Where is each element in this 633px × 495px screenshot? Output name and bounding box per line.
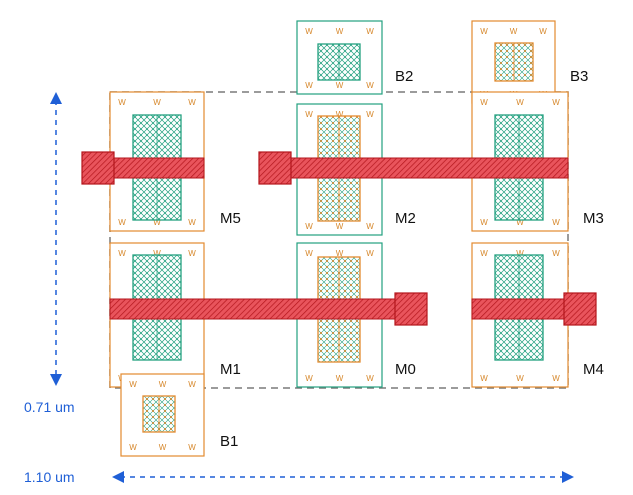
cell-m2-w-mark: W (305, 110, 313, 119)
cell-m2-w-mark: W (336, 110, 344, 119)
cell-m3-w-mark: W (552, 218, 560, 227)
cell-label-m4: M4 (583, 361, 604, 378)
cell-b1-w-mark: W (159, 443, 167, 452)
cell-label-b1: B1 (220, 433, 239, 450)
cell-m4-w-mark: W (480, 249, 488, 258)
cell-b1: W W W W W W (120, 373, 205, 457)
cell-b1-w-mark: W (129, 380, 137, 389)
height-dimension-arrow (50, 92, 62, 386)
cell-m0-w-mark: W (336, 374, 344, 383)
cell-m5-w-mark: W (153, 98, 161, 107)
cell-label-m0: M0 (395, 361, 416, 378)
cell-b2-w-mark: W (305, 81, 313, 90)
cell-m2-w-mark: W (305, 222, 313, 231)
cell-m5-w-mark: W (118, 98, 126, 107)
cell-m5-w-mark: W (188, 218, 196, 227)
gate-upper-right (258, 157, 569, 179)
gate-pad-upper-right (258, 151, 292, 185)
cell-b2-w-mark: W (305, 27, 313, 36)
cell-m4-w-mark: W (516, 249, 524, 258)
cell-m0-w-mark: W (366, 249, 374, 258)
cell-m0-w-mark: W (305, 249, 313, 258)
cell-m5-w-mark: W (118, 218, 126, 227)
cell-label-b2: B2 (395, 68, 414, 85)
cell-b2-w-mark: W (336, 27, 344, 36)
cell-m4-w-mark: W (552, 249, 560, 258)
cell-m2-w-mark: W (366, 222, 374, 231)
cell-m0-w-mark: W (336, 249, 344, 258)
width-dimension-label: 1.10 um (24, 469, 75, 485)
cell-b1-w-mark: W (129, 443, 137, 452)
cell-m4-w-mark: W (480, 374, 488, 383)
cell-m3-w-mark: W (552, 98, 560, 107)
cell-m1-w-mark: W (153, 249, 161, 258)
cell-m3-w-mark: W (480, 98, 488, 107)
cell-b1-w-mark: W (188, 380, 196, 389)
cell-m1-w-mark: W (118, 249, 126, 258)
gate-pad-lower-right (563, 292, 597, 326)
cell-label-m1: M1 (220, 361, 241, 378)
cell-m2-w-mark: W (366, 110, 374, 119)
cell-label-m3: M3 (583, 210, 604, 227)
gate-pad-lower-left (394, 292, 428, 326)
cell-m4-w-mark: W (552, 374, 560, 383)
cell-b3-w-mark: W (480, 27, 488, 36)
cell-m2-w-mark: W (336, 222, 344, 231)
cell-b2-w-mark: W (366, 27, 374, 36)
height-dimension-label: 0.71 um (24, 399, 75, 415)
cell-m1-w-mark: W (188, 249, 196, 258)
cell-b2-w-mark: W (336, 81, 344, 90)
gate-pad-upper-left (81, 151, 115, 185)
cell-b1-w-mark: W (188, 443, 196, 452)
cell-m0-w-mark: W (305, 374, 313, 383)
cell-b3-w-mark: W (539, 27, 547, 36)
cell-b3-w-mark: W (510, 27, 518, 36)
cell-m5-w-mark: W (188, 98, 196, 107)
width-dimension-arrow (112, 471, 574, 483)
cell-label-m5: M5 (220, 210, 241, 227)
cell-m3-w-mark: W (516, 98, 524, 107)
cell-b1-w-mark: W (159, 380, 167, 389)
cell-m0-w-mark: W (366, 374, 374, 383)
cell-label-b3: B3 (570, 68, 589, 85)
cell-m3-w-mark: W (480, 218, 488, 227)
cell-b2: W W W W W W (296, 20, 383, 95)
cell-m3-w-mark: W (516, 218, 524, 227)
cell-b2-w-mark: W (366, 81, 374, 90)
cell-label-m2: M2 (395, 210, 416, 227)
cell-m4-w-mark: W (516, 374, 524, 383)
gate-lower-left (109, 298, 427, 320)
cell-m5-w-mark: W (153, 218, 161, 227)
